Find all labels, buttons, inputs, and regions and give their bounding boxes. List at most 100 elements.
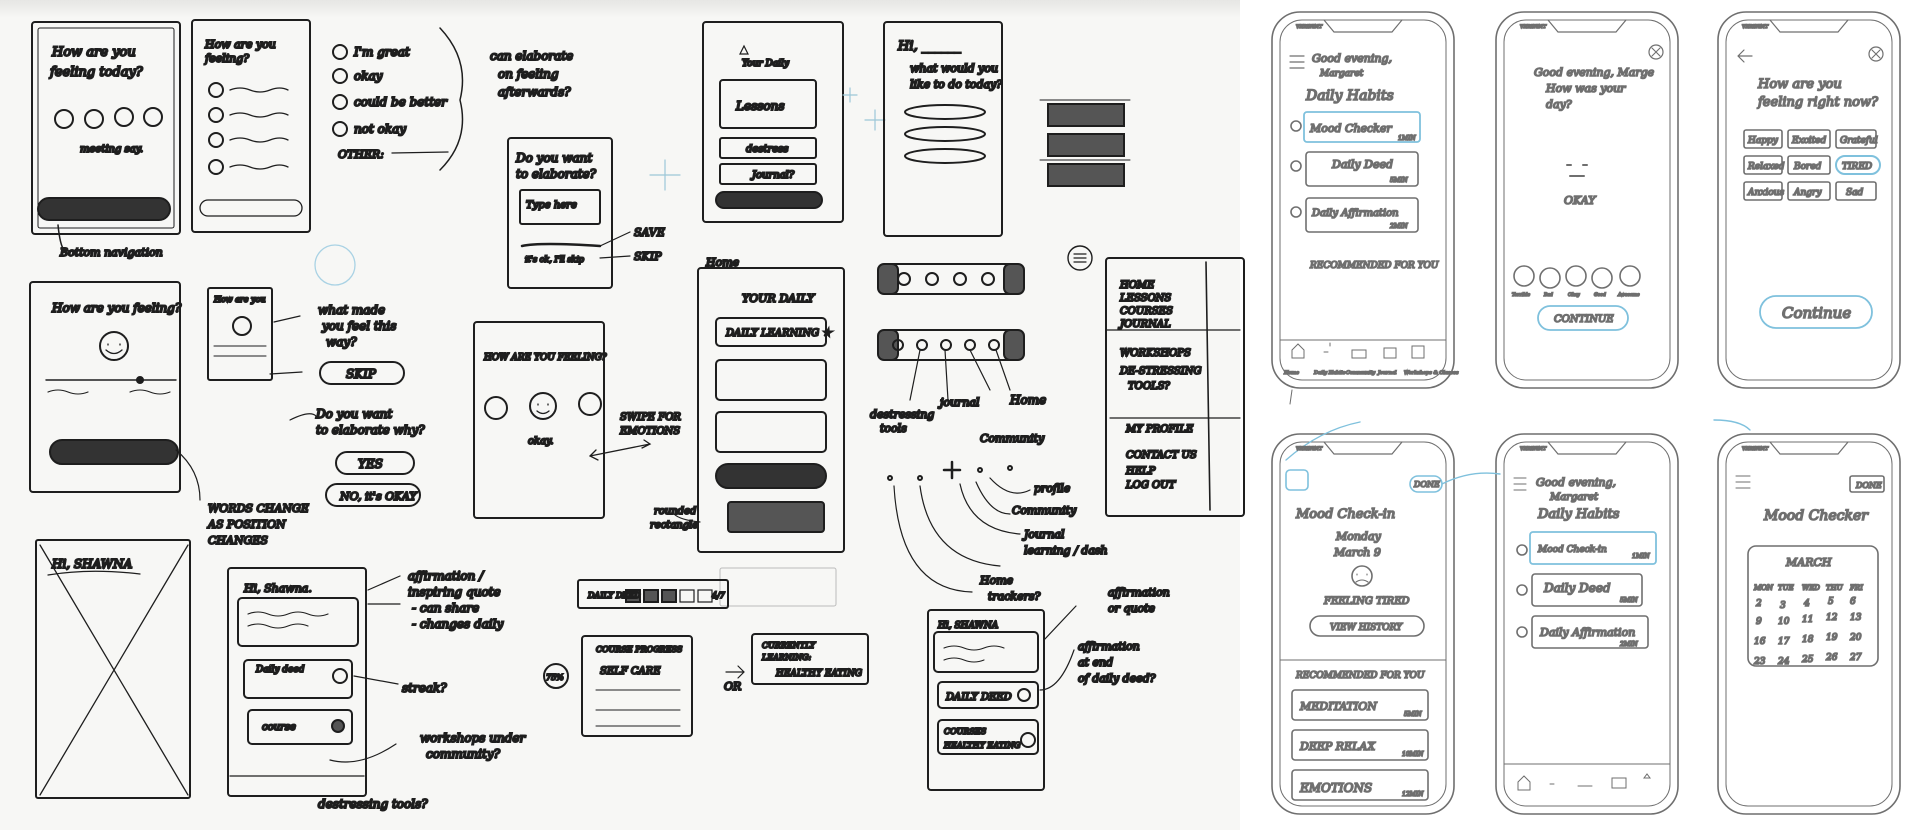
p5-title: Daily Habits — [1537, 507, 1620, 522]
deed-title: DAILY DEED — [587, 591, 641, 600]
p6-month: MARCH — [1785, 556, 1832, 569]
nav-a2: Community — [1012, 504, 1077, 517]
home-label: Home — [705, 256, 740, 269]
p6-r2-2: 11 — [1802, 615, 1813, 625]
sketch-your-daily — [702, 21, 844, 223]
nav-n2: tools — [880, 422, 907, 435]
hi1-q-b: like to do today? — [910, 78, 1002, 91]
menu-m7: TOOLS? — [1128, 381, 1171, 392]
shawna3-n3: affirmation — [1078, 640, 1140, 653]
p6-r3-4: 20 — [1849, 633, 1862, 643]
deed-pct: 75% — [546, 673, 564, 682]
p3-tag-8: Sad — [1846, 188, 1864, 198]
daily1-title: Your Daily — [742, 59, 790, 69]
p4-r2: DEEP RELAX — [1299, 740, 1376, 753]
p4-feeling: FEELING TIRED — [1323, 596, 1410, 607]
shawna1-greet: Hi, SHAWNA — [51, 557, 133, 571]
p4-r1t: 5MIN — [1404, 711, 1422, 718]
menu-m6: DE-STRESSING — [1119, 366, 1201, 377]
s5-caption: okay. — [528, 436, 554, 447]
p6-r4-2: 25 — [1801, 655, 1814, 665]
p6-day-4: FRI — [1849, 584, 1863, 592]
blue-face-doodle — [314, 244, 356, 286]
sketch-paper — [0, 0, 1240, 830]
sketch-menu — [1067, 245, 1245, 517]
shawna2-n7: community? — [426, 747, 501, 761]
shawna3-n5: of daily deed? — [1078, 672, 1156, 685]
p5-carrier: VERIFINT — [1520, 446, 1547, 452]
p2-q-a: Good evening, Marge — [1534, 66, 1655, 79]
p5-c2t: 5MIN — [1620, 597, 1638, 604]
sketch-daily-deed — [543, 579, 869, 737]
p1-tab-3: Journal — [1377, 370, 1397, 376]
shawna2-n1: affirmation / — [408, 569, 485, 583]
hatched-stack — [1039, 99, 1131, 187]
nav-n3: journal — [937, 396, 980, 409]
wm-b: you feel this — [321, 319, 396, 333]
elab-field: Type here — [526, 200, 577, 211]
deed-he: HEALTHY EATING — [775, 669, 862, 679]
s1-note: Bottom navigation — [59, 246, 163, 259]
p6-r3-2: 18 — [1802, 635, 1814, 645]
p5-greet-a: Good evening, — [1536, 476, 1616, 489]
daily1-b3: Journal? — [750, 170, 795, 181]
wm-words-b: AS POSITION — [207, 518, 286, 531]
p6-r1-0: 2 — [1755, 599, 1762, 609]
sketch-what-made — [289, 361, 421, 507]
p6-r4-1: 24 — [1777, 657, 1790, 667]
wm-a: what made — [318, 303, 385, 317]
p4-r3: EMOTIONS — [1299, 781, 1372, 795]
wm-c: way? — [326, 335, 357, 349]
p5-c3: Daily Affirmation — [1539, 626, 1635, 639]
p5-c3t: 2MIN — [1619, 641, 1638, 648]
opt-notokay: not okay — [354, 122, 406, 136]
p5-greet-b: Margaret — [1549, 492, 1599, 503]
menu-m5: WORKSHOPS — [1120, 348, 1191, 359]
p5-c2: Daily Deed — [1543, 581, 1611, 595]
paper-shadow — [0, 0, 1240, 18]
s5-title: HOW ARE YOU FEELING? — [483, 353, 607, 363]
s1-title-b: feeling today? — [49, 65, 144, 80]
sketch-shawna-final — [927, 605, 1077, 791]
feeling-options — [332, 27, 464, 171]
p4-done: DONE — [1413, 480, 1440, 489]
p6-r2-1: 10 — [1778, 617, 1790, 627]
menu-m4: JOURNAL — [1118, 319, 1171, 330]
p1-c3: Daily Affirmation — [1311, 208, 1399, 219]
opt-note-a: can elaborate — [490, 49, 573, 63]
p2-carrier: VERIFINT — [1520, 24, 1547, 30]
p3-tag-6: Anxious — [1747, 188, 1784, 198]
shawna3-greet: Hi, SHAWNA — [937, 621, 999, 631]
s1-caption: meeting say. — [80, 144, 143, 155]
p5-c1t: 1MIN — [1632, 553, 1650, 560]
p6-r2-0: 9 — [1756, 617, 1762, 627]
wm-skip: SKIP — [346, 367, 377, 381]
p6-r3-0: 16 — [1754, 637, 1766, 647]
p4-rec: RECOMMENDED FOR YOU — [1295, 671, 1425, 681]
p1-c1t: 1MIN — [1398, 135, 1416, 142]
elab-skip: SKIP — [634, 250, 662, 263]
phone4-screen — [1279, 421, 1501, 801]
elab-q-a: Do you want — [515, 151, 592, 165]
phone3-screen — [1737, 46, 1884, 329]
p1-c1: Mood Checker — [1309, 122, 1392, 135]
p3-tag-4: Bored — [1793, 162, 1822, 172]
nav-n1: destressing — [870, 408, 934, 421]
wm-words-c: CHANGES — [208, 534, 268, 547]
nav-a4: learning / dash — [1024, 544, 1108, 557]
p6-day-2: WED — [1802, 584, 1820, 592]
nav-a3: Journal — [1022, 528, 1065, 541]
shawna3-c: COURSES — [944, 727, 987, 736]
p1-tab-0: Home — [1283, 370, 1299, 376]
p6-title: Mood Checker — [1763, 508, 1869, 524]
sketch-feeling-list — [191, 19, 311, 233]
p6-r4-3: 26 — [1825, 653, 1838, 663]
p3-q-a: How are you — [1757, 77, 1842, 92]
sketch-shawna-home — [227, 567, 401, 797]
s5-swipe-a: SWIPE FOR — [620, 412, 681, 423]
nav-a6: trackers? — [988, 590, 1040, 603]
shawna3-dd: DAILY DEED — [945, 692, 1012, 703]
phone5-screen — [1503, 477, 1671, 791]
menu-m1: HOME — [1119, 280, 1155, 291]
